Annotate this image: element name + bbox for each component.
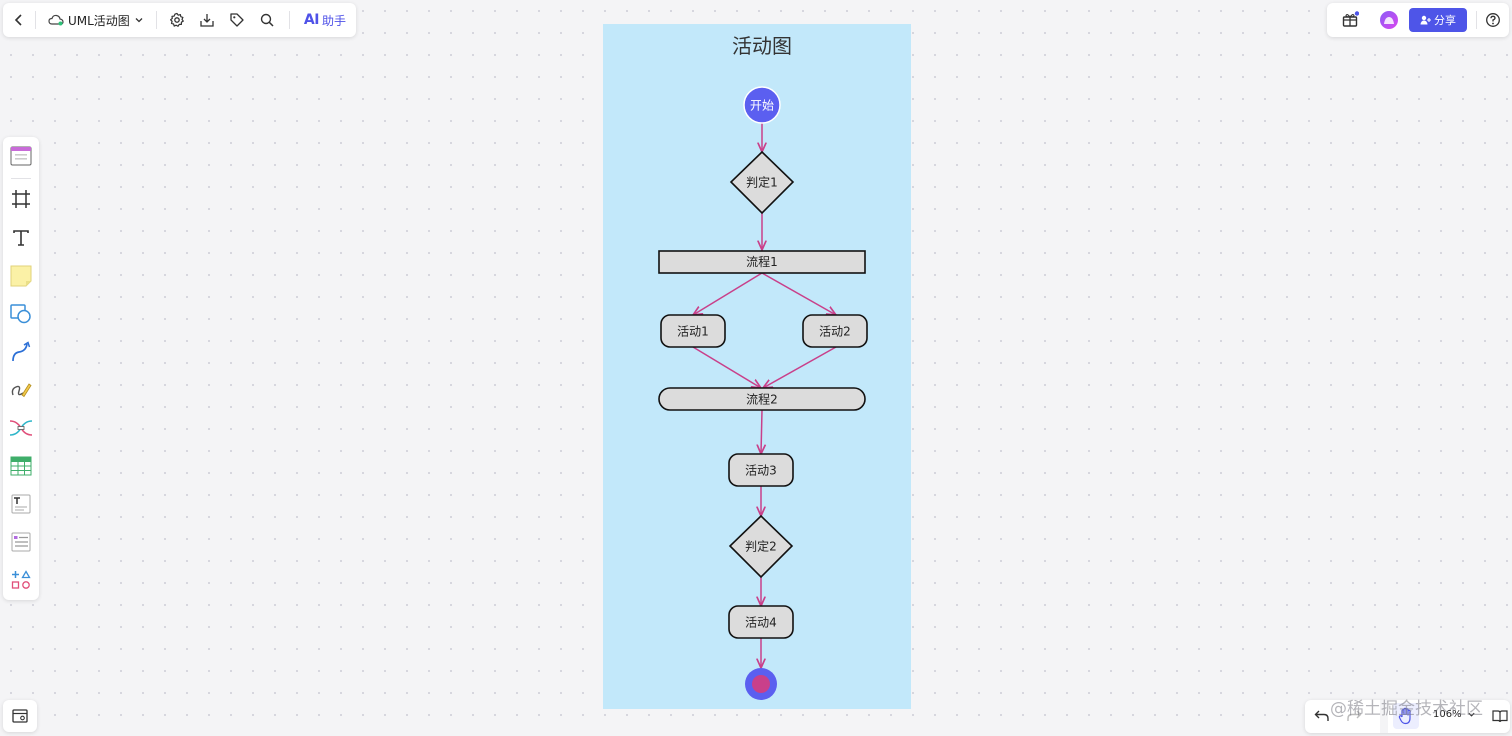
zoom-level: 106% (1433, 709, 1462, 720)
connector-tool[interactable] (8, 339, 34, 365)
template-icon (10, 146, 32, 166)
gift-icon (1342, 11, 1359, 27)
search-button[interactable] (255, 7, 279, 33)
divider (1476, 11, 1477, 29)
export-button[interactable] (195, 7, 219, 33)
chevron-left-icon (14, 14, 22, 26)
divider (11, 178, 31, 179)
list-card-tool[interactable] (8, 529, 34, 555)
minimap-button[interactable] (7, 703, 33, 729)
list-card-icon (11, 532, 31, 552)
hand-icon (1398, 707, 1411, 725)
gift-button[interactable] (1337, 7, 1363, 33)
pen-tool[interactable] (8, 377, 34, 403)
top-toolbar: UML活动图 AI 助手 (3, 3, 356, 37)
help-button[interactable] (1480, 7, 1506, 33)
cloud-sync-icon (48, 14, 64, 26)
shapes-icon (10, 304, 31, 324)
redo-button[interactable] (1341, 703, 1367, 729)
frame-tool[interactable] (8, 186, 34, 212)
text-card-icon (11, 494, 31, 514)
avatar[interactable] (1380, 11, 1398, 29)
mindmap-tool[interactable] (8, 415, 34, 441)
hand-tool-button[interactable] (1393, 703, 1419, 729)
template-tool[interactable] (8, 143, 34, 169)
divider (35, 11, 36, 29)
divider (155, 11, 157, 29)
document-title-menu[interactable]: UML活动图 (40, 3, 152, 37)
left-toolbar (3, 137, 39, 600)
chevron-down-icon (135, 18, 143, 23)
top-right-toolbar: 分享 (1327, 3, 1509, 37)
book-button[interactable] (1487, 703, 1512, 729)
add-user-icon (1420, 15, 1431, 25)
frame-icon (12, 190, 30, 208)
watermark: @稀土掘金技术社区 (1330, 699, 1483, 719)
undo-icon (1314, 710, 1329, 721)
text-icon (13, 230, 29, 246)
text-tool[interactable] (8, 225, 34, 251)
ai-assistant-label: 助手 (321, 13, 346, 28)
pen-icon (11, 383, 32, 398)
view-controls: 106% (1305, 700, 1510, 733)
divider (288, 11, 290, 29)
tag-icon (230, 13, 244, 27)
divider (1380, 700, 1388, 733)
avatar-icon (1384, 17, 1394, 24)
search-icon (260, 13, 274, 27)
help-icon (1486, 13, 1500, 27)
ai-assistant-button[interactable]: AI 助手 (294, 3, 356, 37)
map-panel (3, 700, 37, 732)
redo-icon (1347, 710, 1362, 721)
back-button[interactable] (7, 7, 31, 33)
gear-icon (169, 12, 184, 27)
sticky-note-tool[interactable] (8, 263, 34, 289)
book-icon (1492, 710, 1508, 723)
text-card-tool[interactable] (8, 491, 34, 517)
diagram-title[interactable]: 活动图 (732, 34, 792, 58)
shape-tool[interactable] (8, 301, 34, 327)
download-icon (200, 14, 214, 27)
document-title: UML活动图 (67, 13, 130, 28)
more-tools[interactable] (8, 567, 34, 593)
ai-letters: AI (303, 12, 320, 28)
share-label: 分享 (1434, 14, 1456, 27)
settings-button[interactable] (165, 7, 189, 33)
undo-button[interactable] (1309, 703, 1335, 729)
diagram-frame[interactable] (603, 24, 911, 709)
chevron-down-icon (1467, 712, 1475, 717)
more-shapes-icon (11, 570, 31, 589)
share-button[interactable]: 分享 (1409, 8, 1467, 32)
tag-button[interactable] (225, 7, 249, 33)
zoom-dropdown[interactable]: 106% (1433, 709, 1476, 720)
mindmap-icon (9, 420, 33, 436)
table-tool[interactable] (8, 453, 34, 479)
sticky-note-icon (10, 265, 32, 287)
table-icon (10, 456, 32, 476)
minimap-icon (12, 709, 28, 723)
connector-icon (12, 341, 31, 362)
